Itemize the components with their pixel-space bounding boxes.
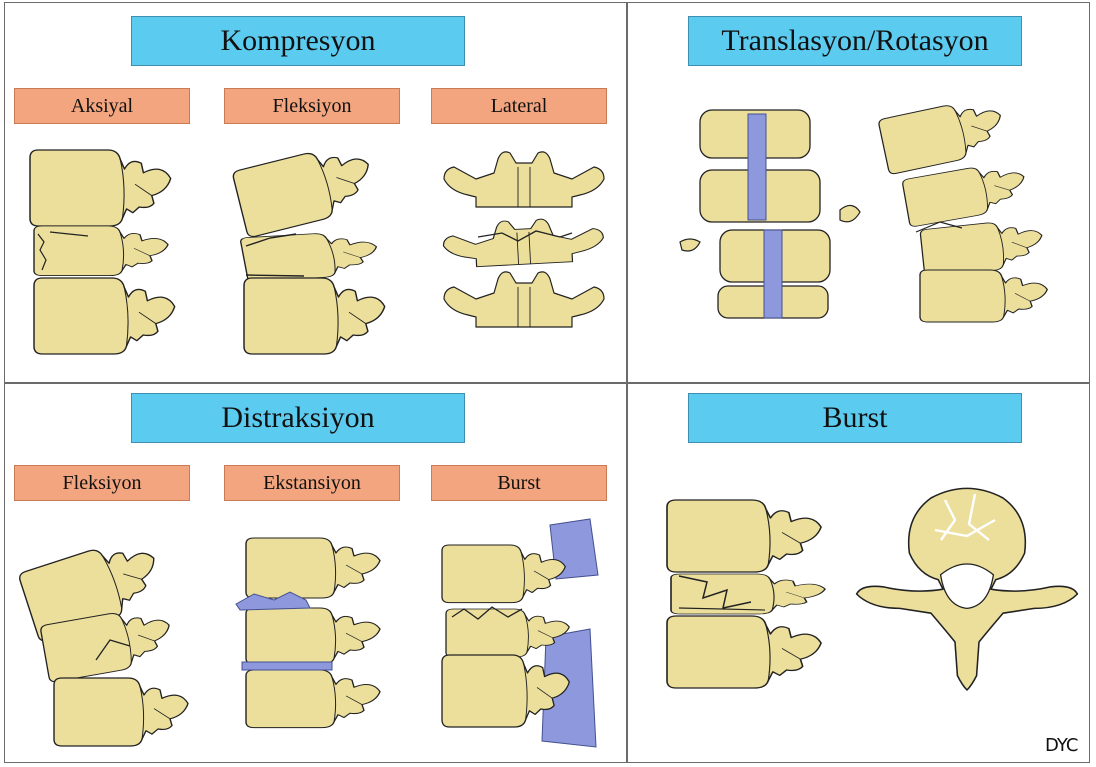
subtype-label-distraction-fleksiyon: Fleksiyon (14, 465, 190, 501)
vertebra-icon (246, 538, 380, 598)
vertebra-icon (444, 272, 604, 327)
vertebra-icon (902, 159, 1029, 227)
vertebra-icon (920, 217, 1045, 277)
author-signature: DYC (1045, 735, 1077, 756)
subtype-label-distraction-burst: Burst (431, 465, 607, 501)
vertebra-icon (240, 230, 382, 281)
vertebra-icon (444, 152, 604, 207)
subtype-label-fleksiyon: Fleksiyon (224, 88, 400, 124)
horizontal-divider (4, 382, 1090, 384)
illustration-translation-rotation (640, 90, 1080, 375)
vertebra-icon (667, 500, 821, 572)
subtype-label-ekstansiyon: Ekstansiyon (224, 465, 400, 501)
illustration-burst-fracture (655, 470, 1075, 740)
illustration-flexion-compression (210, 130, 415, 375)
subtype-label-lateral: Lateral (431, 88, 607, 124)
vertebra-icon (244, 278, 385, 354)
vertebra-icon (34, 278, 175, 354)
vertebra-icon (246, 608, 380, 664)
vertebra-icon (667, 616, 821, 688)
panel-title-distraksiyon: Distraksiyon (131, 393, 465, 443)
illustration-lateral-compression (432, 145, 612, 360)
panel-title-burst: Burst (688, 393, 1022, 443)
vertebra-icon (246, 670, 380, 728)
illustration-flexion-distraction (0, 510, 210, 760)
vertebra-icon (920, 270, 1047, 322)
panel-title-kompresyon: Kompresyon (131, 16, 465, 66)
vertebra-icon (54, 678, 188, 746)
vertebra-icon (34, 226, 168, 276)
illustration-burst-distraction (430, 505, 610, 760)
illustration-extension-distraction (220, 510, 420, 760)
vertebra-icon (232, 140, 378, 238)
illustration-axial-compression (0, 130, 200, 375)
vertebra-icon (878, 95, 1008, 175)
vertebra-icon (30, 150, 171, 226)
vertebra-icon (442, 545, 565, 603)
subtype-label-aksiyal: Aksiyal (14, 88, 190, 124)
panel-title-translasyon: Translasyon/Rotasyon (688, 16, 1022, 66)
vertebra-icon (857, 488, 1078, 690)
vertebra-icon (442, 216, 604, 268)
